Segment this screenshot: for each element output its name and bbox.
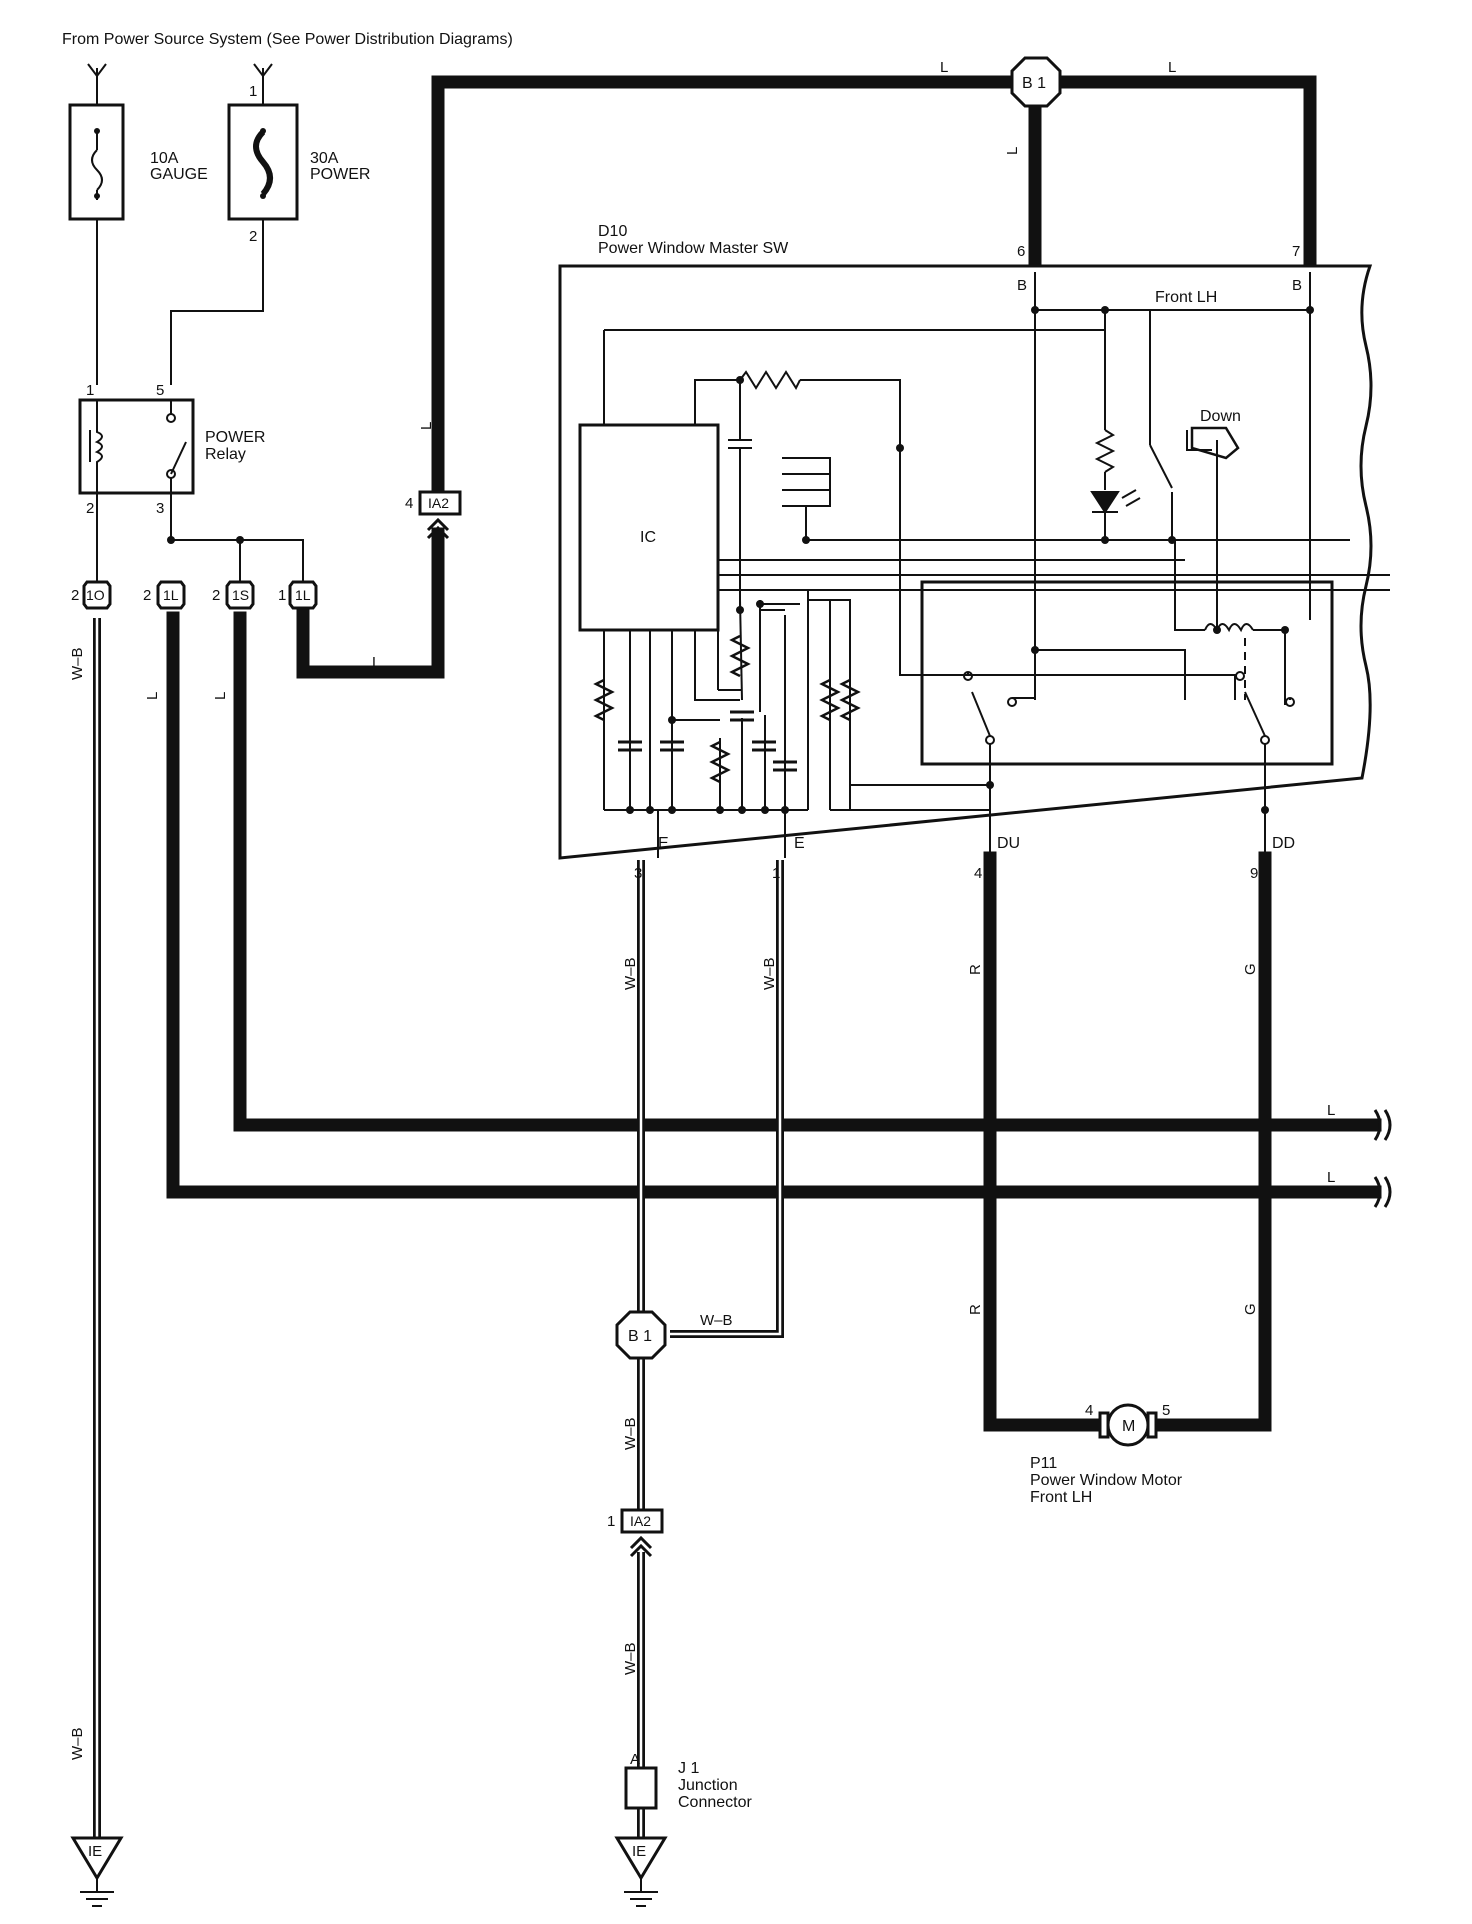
svg-text:W–B: W–B [69, 1727, 86, 1760]
switch-pin-3: 3 [634, 865, 642, 882]
power-relay: 1 5 2 3 POWER Relay [78, 382, 304, 585]
svg-text:L: L [144, 692, 161, 700]
connector-1L-b-label: 1L [295, 587, 311, 603]
svg-text:L: L [940, 59, 948, 76]
svg-text:W–B: W–B [761, 957, 778, 990]
j1-line1: Junction [678, 1777, 738, 1794]
svg-text:W–B: W–B [69, 647, 86, 680]
svg-text:W–B: W–B [622, 957, 639, 990]
connector-1S: 1S 2 [212, 580, 255, 610]
motor-pin-5: 5 [1162, 1402, 1170, 1419]
wire-labels: L L L L L L L L L W–B W–B W–B W–B W–B W–… [69, 59, 1335, 1760]
connector-1L-b: 1L 1 [278, 580, 318, 610]
ground-left: IE [70, 1836, 124, 1907]
junction-dots [626, 306, 1314, 814]
svg-text:R: R [967, 964, 984, 975]
motor-line2: Front LH [1030, 1489, 1092, 1506]
terminal-e-left: E [658, 835, 669, 852]
master-switch: D10 Power Window Master SW 6 7 B B Front… [558, 223, 1390, 882]
fuse-power-name: POWER [310, 166, 370, 183]
junction-b1-bottom: B 1 [615, 1310, 667, 1360]
switch-pin-6: 6 [1017, 243, 1025, 260]
relay-label-1: POWER [205, 429, 265, 446]
terminal-dd: DD [1272, 835, 1295, 852]
connector-1L-a-label: 1L [163, 587, 179, 603]
junction-b1-top: B 1 [1010, 56, 1062, 108]
ia2-top-label: IA2 [428, 495, 449, 511]
ic-label: IC [640, 529, 656, 546]
ground-left-label: IE [88, 1843, 102, 1860]
ia2-top-pin: 4 [405, 495, 413, 512]
connector-1O-label: 1O [86, 587, 105, 603]
switch-code: D10 [598, 223, 627, 240]
thick-wires [166, 75, 1382, 1432]
svg-text:L: L [372, 654, 380, 671]
b1-bottom-label: B 1 [628, 1328, 652, 1345]
switch-pin-9: 9 [1250, 865, 1258, 882]
svg-text:L: L [1168, 59, 1176, 76]
svg-text:L: L [418, 422, 435, 430]
b1-top-label: B 1 [1022, 75, 1046, 92]
header-note: From Power Source System (See Power Dist… [62, 31, 513, 48]
terminal-b-left: B [1017, 277, 1027, 294]
svg-text:L: L [212, 692, 229, 700]
svg-text:L: L [1327, 1102, 1335, 1119]
fuse-gauge-rating: 10A [150, 150, 179, 167]
terminal-du: DU [997, 835, 1020, 852]
ia2-bottom-pin: 1 [607, 1513, 615, 1530]
svg-text:L: L [1327, 1169, 1335, 1186]
fuse-power: 1 2 30A POWER [170, 63, 370, 385]
front-lh-label: Front LH [1155, 289, 1217, 306]
relay-label-2: Relay [205, 446, 246, 463]
connector-1L-a-pin: 2 [143, 587, 151, 604]
motor-line1: Power Window Motor [1030, 1472, 1183, 1489]
relay-pin-3: 3 [156, 500, 164, 517]
connector-ia2-top: IA2 4 [405, 490, 462, 540]
j1-line2: Connector [678, 1794, 752, 1811]
connector-1O: 1O 2 [71, 580, 112, 610]
j1-code: J 1 [678, 1760, 699, 1777]
relay-pin-1: 1 [86, 382, 94, 399]
switch-name: Power Window Master SW [598, 240, 789, 257]
relay-pin-5: 5 [156, 382, 164, 399]
motor-pin-4: 4 [1085, 1402, 1093, 1419]
svg-text:R: R [967, 1304, 984, 1315]
svg-text:G: G [1242, 963, 1259, 975]
svg-text:W–B: W–B [622, 1642, 639, 1675]
switch-pin-7: 7 [1292, 243, 1300, 260]
svg-text:G: G [1242, 1303, 1259, 1315]
svg-text:W–B: W–B [622, 1417, 639, 1450]
wb-wires [93, 618, 784, 1838]
fuse-gauge-name: GAUGE [150, 166, 208, 183]
fuse-power-pin-top: 1 [249, 83, 257, 100]
connector-1O-pin: 2 [71, 587, 79, 604]
ground-right-label: IE [632, 1843, 646, 1860]
terminal-e-right: E [794, 835, 805, 852]
connector-1L-b-pin: 1 [278, 587, 286, 604]
connector-1S-pin: 2 [212, 587, 220, 604]
switch-pin-4: 4 [974, 865, 982, 882]
power-window-motor: M 4 5 P11 Power Window Motor Front LH [1030, 1402, 1183, 1506]
relay-pin-2: 2 [86, 500, 94, 517]
motor-symbol: M [1122, 1418, 1135, 1435]
svg-text:L: L [1004, 147, 1021, 155]
fuse-power-rating: 30A [310, 150, 339, 167]
svg-text:W–B: W–B [700, 1312, 733, 1329]
switch-pin-1: 1 [772, 865, 780, 882]
connector-1S-label: 1S [232, 587, 249, 603]
fuse-gauge: 10A GAUGE [68, 63, 208, 385]
j1-pin: A [630, 1751, 640, 1768]
terminal-b-right: B [1292, 277, 1302, 294]
fuse-power-pin-bottom: 2 [249, 228, 257, 245]
ground-right: IE [614, 1836, 668, 1907]
motor-code: P11 [1030, 1455, 1057, 1472]
ia2-bottom-label: IA2 [630, 1513, 651, 1529]
connector-ia2-bottom: IA2 1 [607, 1508, 664, 1558]
down-label: Down [1200, 408, 1241, 425]
connector-1L-a: 1L 2 [143, 580, 186, 610]
junction-connector-j1: A J 1 Junction Connector [624, 1751, 752, 1811]
